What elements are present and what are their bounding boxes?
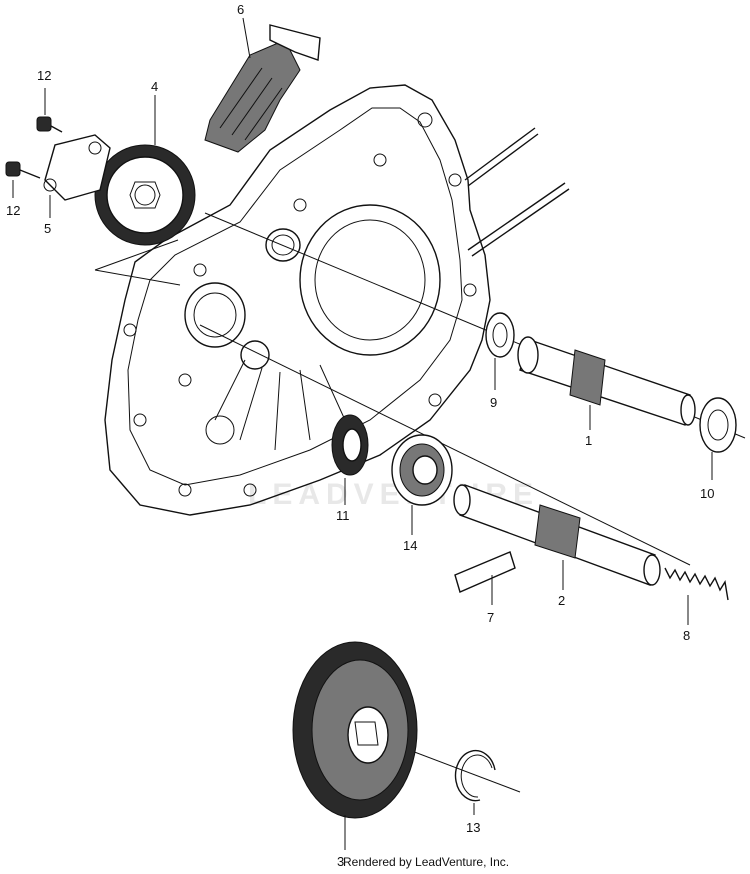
callout-8: 8 xyxy=(683,628,690,643)
callout-12-bottom: 12 xyxy=(6,203,20,218)
callout-10: 10 xyxy=(700,486,714,501)
bearing-part-14 xyxy=(391,434,453,535)
callout-12-top: 12 xyxy=(37,68,51,83)
countershaft-part-1 xyxy=(517,336,696,430)
callout-4: 4 xyxy=(151,79,158,94)
spring-part-8 xyxy=(664,567,729,625)
callout-7: 7 xyxy=(487,610,494,625)
key-part-7 xyxy=(454,551,516,605)
callout-14: 14 xyxy=(403,538,417,553)
oil-seal-part-11 xyxy=(331,414,369,505)
callout-9: 9 xyxy=(490,395,497,410)
callout-3: 3 xyxy=(337,854,344,869)
fixing-plate-part-5 xyxy=(43,134,111,218)
mainshaft-part-2 xyxy=(453,484,661,590)
callout-2: 2 xyxy=(558,593,565,608)
gear-part-3 xyxy=(292,641,418,850)
drive-sprocket-part-4 xyxy=(94,95,196,246)
washer-part-10 xyxy=(699,397,737,480)
chain-guide-part-6 xyxy=(204,17,321,153)
washer-part-9 xyxy=(485,312,515,390)
circlip-part-13 xyxy=(454,749,496,815)
crankcase xyxy=(104,84,570,516)
callout-6: 6 xyxy=(237,2,244,17)
callout-5: 5 xyxy=(44,221,51,236)
render-credit: Rendered by LeadVenture, Inc. xyxy=(343,855,510,869)
callout-1: 1 xyxy=(585,433,592,448)
callout-11: 11 xyxy=(336,508,350,523)
bolts-part-12 xyxy=(5,88,63,198)
callout-13: 13 xyxy=(466,820,480,835)
